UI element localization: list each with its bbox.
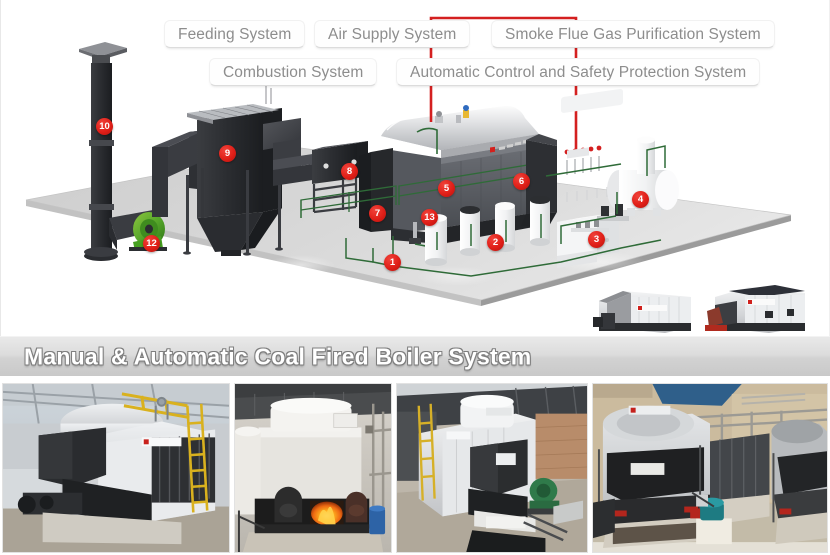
page-title: Manual & Automatic Coal Fired Boiler Sys…: [24, 343, 532, 369]
product-photo-inset: [593, 285, 805, 333]
callout-4[interactable]: 4: [632, 191, 649, 208]
boiler-system-3d-scene: [25, 16, 792, 306]
tag-combustion-system[interactable]: Combustion System: [209, 58, 378, 86]
callout-6[interactable]: 6: [513, 173, 530, 190]
tag-feeding-system[interactable]: Feeding System: [164, 20, 306, 48]
left-boiler: [597, 405, 712, 549]
callout-13[interactable]: 13: [421, 209, 438, 226]
softener-rack: [561, 88, 623, 202]
feed-water-pipeline: [345, 145, 666, 277]
feed-water-pumps: [571, 204, 629, 232]
tag-air-supply-system[interactable]: Air Supply System: [314, 20, 471, 48]
title-banner: Manual & Automatic Coal Fired Boiler Sys…: [0, 336, 830, 376]
photo-boiler-workshop[interactable]: [2, 383, 230, 553]
tag-automatic-control-and-safety-protection-system[interactable]: Automatic Control and Safety Protection …: [396, 58, 761, 86]
callout-3[interactable]: 3: [588, 231, 605, 248]
boiler-product-left: [593, 291, 691, 333]
callout-12[interactable]: 12: [143, 235, 160, 252]
callout-7[interactable]: 7: [369, 205, 386, 222]
callout-5[interactable]: 5: [438, 180, 455, 197]
photo-strip: [0, 380, 830, 555]
callout-9[interactable]: 9: [219, 145, 236, 162]
boiler-product-right: [705, 285, 805, 333]
diagram-panel: 10 12 9 8 7 13 5 6 1 2 3 4 Feeding Syste…: [0, 0, 830, 336]
chimney-stack: [79, 42, 127, 261]
middle-boiler-body: [710, 433, 770, 525]
platform-rails: [300, 192, 350, 218]
system-tag-row-2: Combustion System Automatic Control and …: [1, 58, 829, 88]
callout-8[interactable]: 8: [341, 163, 358, 180]
photo-furnace-flame[interactable]: [234, 383, 392, 553]
photo-boiler-room[interactable]: [592, 383, 828, 553]
callout-2[interactable]: 2: [487, 234, 504, 251]
photo-boiler-hopper[interactable]: [396, 383, 588, 553]
boiler-top-valves: [435, 105, 469, 123]
system-tag-row-1: Feeding System Air Supply System Smoke F…: [1, 20, 829, 50]
callout-1[interactable]: 1: [384, 254, 401, 271]
right-boiler: [771, 419, 827, 545]
pump-unit: [690, 491, 732, 545]
tag-smoke-flue-gas-purification-system[interactable]: Smoke Flue Gas Purification System: [491, 20, 775, 48]
callout-10[interactable]: 10: [96, 118, 113, 135]
